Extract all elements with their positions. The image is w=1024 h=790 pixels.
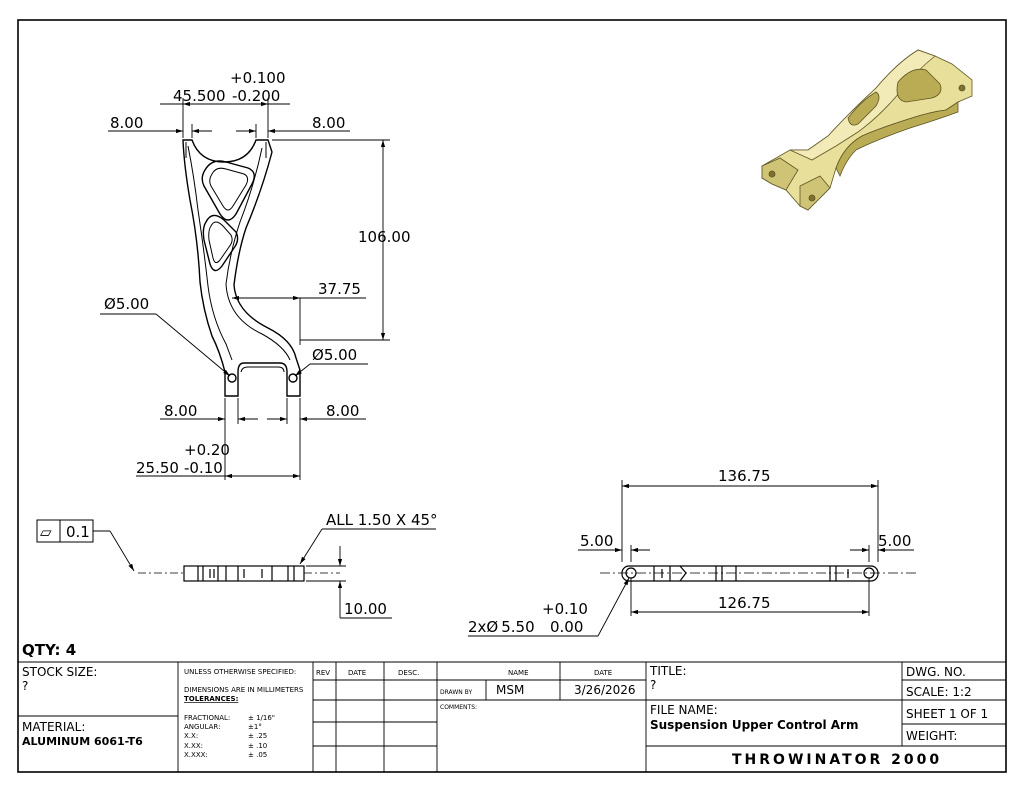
iso-pocket-small: [847, 91, 880, 126]
side-view: [36, 519, 436, 619]
middle-pocket: [202, 214, 239, 272]
bottom-width: 25.50: [136, 459, 179, 477]
arm-outline: [182, 139, 301, 397]
title-value: ?: [650, 678, 656, 692]
isometric-view: [761, 49, 973, 211]
bottom-body: [621, 565, 879, 582]
top-left-width: 8.00: [110, 114, 143, 132]
diameter-symbol: Ø: [104, 295, 116, 313]
offset-dim: 37.75: [318, 280, 361, 298]
title-label: TITLE:: [649, 664, 687, 678]
iso-fork-right: [799, 175, 831, 211]
right-hole: [288, 373, 298, 383]
length-total: 136.75: [718, 467, 771, 485]
flatness-value: 0.1: [66, 523, 90, 541]
desc-header: DESC.: [398, 669, 419, 677]
diameter-symbol: Ø: [312, 346, 324, 364]
stock-size-value: ?: [22, 679, 28, 693]
left-hole-dia: Ø5.00: [104, 295, 149, 313]
iso-side-shade: [835, 101, 959, 177]
left-hole-dia-value: 5.00: [116, 295, 149, 313]
flatness-symbol: ⏥: [40, 523, 52, 541]
drawn-date: 3/26/2026: [574, 683, 636, 697]
name-header: NAME: [508, 669, 529, 677]
upper-pocket-inner: [209, 167, 249, 211]
thickness-dim: 10.00: [344, 600, 387, 618]
iso-arm-body: [761, 49, 973, 211]
middle-pocket-inner: [208, 221, 233, 264]
chamfer-note: ALL 1.50 X 45°: [326, 511, 438, 529]
tol-xxx-value: ± .10: [248, 742, 267, 750]
date-header-2: DATE: [594, 669, 612, 677]
top-tol-plus: +0.100: [230, 69, 286, 87]
tol-xxx-label: X.XX:: [184, 742, 203, 750]
tol-xxxx-value: ± .05: [248, 751, 267, 759]
drawn-by-label: DRAWN BY: [440, 689, 472, 696]
tol-frac-label: FRACTIONAL:: [184, 714, 230, 722]
title-block-grid: [18, 661, 1006, 772]
scale-label: SCALE: 1:2: [906, 685, 972, 699]
weight-label: WEIGHT:: [906, 729, 957, 743]
end-left-dim: 5.00: [580, 532, 613, 550]
material-value: ALUMINUM 6061-T6: [22, 735, 143, 748]
bottom-tol-minus: -0.10: [184, 459, 223, 477]
stock-size-label: STOCK SIZE:: [22, 665, 97, 679]
height-dim: 106.00: [358, 228, 411, 246]
tol-ang-value: ±1°: [248, 723, 262, 731]
iso-hole-top: [958, 84, 966, 92]
iso-hole-left: [768, 170, 776, 178]
front-view: [182, 139, 301, 397]
right-hole-dia: Ø5.00: [312, 346, 357, 364]
unless-specified: UNLESS OTHERWISE SPECIFIED:: [184, 668, 296, 676]
top-view-dimensions: [100, 98, 390, 480]
diameter-symbol: Ø: [486, 618, 498, 636]
arm-inner-outline: [187, 145, 291, 361]
drawn-by-value: MSM: [496, 683, 524, 697]
hole-dia-value: 5.50: [501, 618, 534, 636]
dims-in-mm: DIMENSIONS ARE IN MILLIMETERS: [184, 686, 304, 694]
tol-xx-value: ± .25: [248, 732, 267, 740]
bottom-left-width: 8.00: [164, 402, 197, 420]
bottom-right-width: 8.00: [326, 402, 359, 420]
iso-pocket-large: [896, 68, 942, 103]
top-width: 45.500: [173, 87, 226, 105]
hole-count: 2x: [468, 618, 487, 636]
end-right-dim: 5.00: [878, 532, 911, 550]
date-header: DATE: [348, 669, 366, 677]
quantity-label: QTY: 4: [22, 641, 76, 659]
right-hole-dia-value: 5.00: [324, 346, 357, 364]
sheet-border: [17, 19, 1007, 773]
tolerances-label: TOLERANCES:: [184, 695, 239, 703]
bottom-tol-plus: +0.20: [184, 441, 230, 459]
iso-hole-right: [808, 194, 816, 202]
hole-tol-plus: +0.10: [542, 600, 588, 618]
comments-label: COMMENTS:: [440, 704, 477, 711]
file-name-label: FILE NAME:: [650, 703, 718, 717]
company-banner: THROWINATOR 2000: [732, 752, 942, 768]
hole-spacing: 126.75: [718, 594, 771, 612]
sheet-label: SHEET 1 OF 1: [906, 707, 988, 721]
tol-frac-value: ± 1/16": [248, 714, 275, 722]
rev-header: REV: [316, 669, 330, 677]
fork-slot: [240, 366, 285, 373]
material-label: MATERIAL:: [22, 720, 85, 734]
top-right-width: 8.00: [312, 114, 345, 132]
upper-pocket: [201, 160, 255, 221]
bottom-view: [468, 480, 916, 637]
dwg-no-label: DWG. NO.: [906, 665, 966, 679]
tol-xx-label: X.X:: [184, 732, 198, 740]
iso-fork-left: [761, 157, 799, 191]
side-body: [183, 565, 305, 582]
left-hole: [227, 373, 237, 383]
hole-tol-minus: 0.00: [550, 618, 583, 636]
top-tol-minus: -0.200: [232, 87, 280, 105]
tol-ang-label: ANGULAR:: [184, 723, 220, 731]
file-name-value: Suspension Upper Control Arm: [650, 718, 858, 732]
tol-xxxx-label: X.XXX:: [184, 751, 208, 759]
